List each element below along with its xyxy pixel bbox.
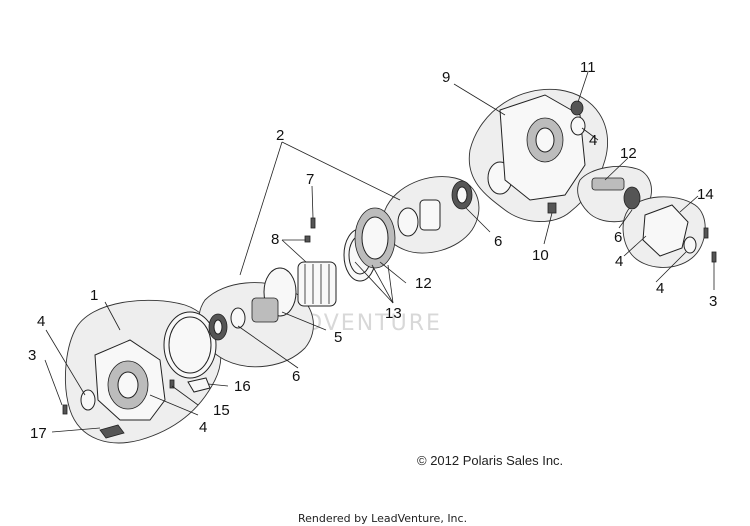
- callout-11: 11: [580, 59, 596, 76]
- callout-12-right: 12: [620, 145, 637, 162]
- part-hub: [251, 297, 279, 323]
- footer-text: Rendered by LeadVenture, Inc.: [298, 512, 467, 525]
- callout-12-mid: 12: [415, 275, 432, 292]
- callout-4-left: 4: [37, 313, 45, 330]
- part-pinion-bearing: [623, 186, 641, 210]
- part-main-housing: [499, 94, 586, 214]
- copyright-text: © 2012 Polaris Sales Inc.: [417, 453, 563, 468]
- callout-9: 9: [442, 69, 450, 86]
- callout-6-right: 6: [614, 229, 622, 246]
- part-pinion-shaft: [591, 177, 625, 191]
- callout-14: 14: [697, 186, 714, 203]
- callout-15: 15: [213, 402, 230, 419]
- part-pin-15: [169, 379, 175, 389]
- callout-16: 16: [234, 378, 251, 395]
- part-end-cover: [642, 204, 689, 257]
- callout-6-left: 6: [292, 368, 300, 385]
- callout-4-top-right: 4: [589, 132, 597, 149]
- callout-8: 8: [271, 231, 279, 248]
- callout-4-bottom: 4: [199, 419, 207, 436]
- part-sleeve: [397, 207, 419, 237]
- part-cover: [94, 339, 166, 439]
- callout-4-mid-right: 4: [615, 253, 623, 270]
- callout-1: 1: [90, 287, 98, 304]
- part-plug: [570, 100, 584, 116]
- callout-2: 2: [276, 127, 284, 144]
- callout-13: 13: [385, 305, 402, 322]
- part-bolt-left: [62, 404, 68, 415]
- part-seal-left: [80, 389, 96, 411]
- callout-3-left: 3: [28, 347, 36, 364]
- part-seal-right: [683, 236, 697, 254]
- callout-10: 10: [532, 247, 549, 264]
- callout-5: 5: [334, 329, 342, 346]
- part-bolt-right-b: [711, 251, 717, 263]
- leader-lines: [44, 71, 715, 433]
- part-pin: [310, 217, 316, 229]
- part-clip-16: [187, 377, 211, 393]
- part-roller-cage: [297, 261, 337, 307]
- part-spacer-ring: [230, 307, 246, 329]
- callout-7: 7: [306, 171, 314, 188]
- callout-17: 17: [30, 425, 47, 442]
- callout-4-far-right: 4: [656, 280, 664, 297]
- callout-3-right: 3: [709, 293, 717, 310]
- part-bolt-right-a: [703, 227, 709, 239]
- callout-6-mid: 6: [494, 233, 502, 250]
- part-spring: [304, 235, 311, 243]
- part-seal-top: [570, 116, 586, 136]
